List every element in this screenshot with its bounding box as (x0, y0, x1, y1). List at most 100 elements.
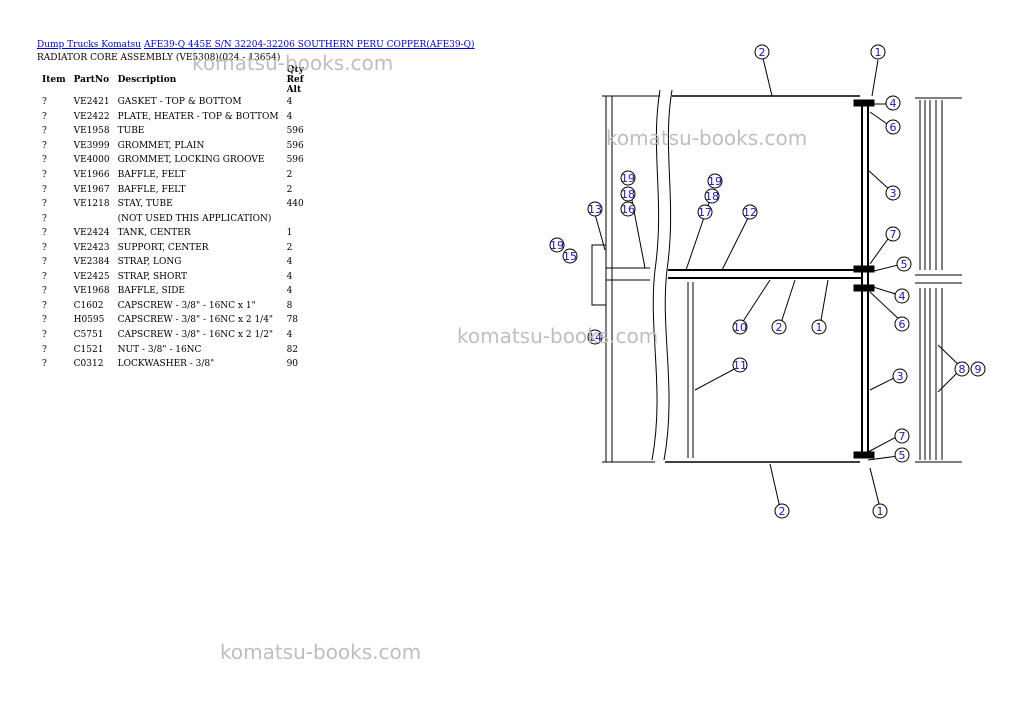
callout-label: 19 (708, 175, 722, 188)
cell-qty: 4 (286, 257, 293, 268)
table-row: ?(NOT USED THIS APPLICATION) (38, 211, 308, 226)
callout-label: 18 (621, 188, 635, 201)
callout-bubble (587, 201, 603, 217)
cell-qty: 596 (286, 126, 304, 137)
cell-item: ? (42, 315, 47, 326)
callout-label: 1 (816, 321, 823, 334)
callout-bubble (892, 368, 908, 384)
cell-item: ? (42, 344, 47, 355)
callout-bubble (885, 185, 901, 201)
parts-table: Item PartNo Description Qty Ref Alt ?VE2… (38, 65, 308, 371)
callout-bubble (704, 188, 720, 204)
callout-label: 18 (705, 190, 719, 203)
cell-qty: 596 (286, 140, 304, 151)
callout-label: 14 (588, 331, 602, 344)
cell-qty: 440 (286, 199, 304, 210)
cell-item: ? (42, 97, 47, 108)
cell-item: ? (42, 242, 47, 253)
cell-item: ? (42, 286, 47, 297)
header-item: Item (42, 75, 66, 85)
callout-label: 3 (890, 187, 897, 200)
cell-partno: VE2424 (73, 228, 110, 239)
cell-item: ? (42, 170, 47, 180)
cell-partno: VE1968 (73, 286, 110, 297)
cell-qty: 4 (286, 111, 293, 122)
callout-bubble (894, 316, 910, 332)
callout-label: 12 (743, 206, 757, 219)
cell-qty: 4 (286, 286, 293, 297)
cell-partno: VE2425 (73, 271, 110, 282)
callout-bubble (620, 170, 636, 186)
cell-description: (NOT USED THIS APPLICATION) (117, 213, 272, 224)
callout-label: 15 (563, 250, 577, 263)
cell-description: BAFFLE, SIDE (117, 286, 185, 297)
cell-description: TUBE (117, 126, 145, 137)
cell-qty: 4 (286, 97, 293, 108)
callout-bubble (620, 186, 636, 202)
callout-bubble (872, 503, 888, 519)
cell-description: CAPSCREW - 3/8" - 16NC x 1" (117, 300, 256, 311)
callout-bubble (732, 319, 748, 335)
callout-label: 17 (698, 206, 712, 219)
assembly-title: RADIATOR CORE ASSEMBLY (VE5308)(024 - 13… (37, 53, 281, 63)
core-break-line-2 (663, 89, 673, 461)
cell-description: CAPSCREW - 3/8" - 16NC x 2 1/2" (117, 330, 274, 341)
callout-label: 2 (776, 321, 783, 334)
callout-bubble (549, 237, 565, 253)
callout-label: 2 (779, 505, 786, 518)
callout-bubble (774, 503, 790, 519)
callout-bubble (732, 357, 748, 373)
cell-description: GASKET - TOP & BOTTOM (117, 97, 242, 108)
cell-item: ? (42, 140, 47, 151)
callout-bubble (562, 248, 578, 264)
callout-bubble (894, 288, 910, 304)
callout-bubble (754, 44, 770, 60)
cell-description: STRAP, LONG (117, 257, 182, 268)
cell-partno: C1602 (73, 300, 104, 311)
table-row: ? VE2421 GASKET - TOP & BOTTOM 4 (38, 95, 308, 110)
callout-bubble (771, 319, 787, 335)
callout-label: 1 (875, 46, 882, 59)
callout-bubble (885, 119, 901, 135)
cell-item: ? (42, 271, 47, 282)
cell-partno: C5751 (73, 330, 104, 341)
cell-description: BAFFLE, FELT (117, 184, 186, 195)
callout-bubble (894, 428, 910, 444)
cell-item: ? (42, 184, 47, 195)
breadcrumb-link-model[interactable]: AFE39-Q 445E S/N 32204-32206 SOUTHERN PE… (143, 40, 475, 50)
callout-label: 6 (890, 121, 897, 134)
callout-label: 8 (959, 363, 966, 376)
cell-qty: 4 (286, 271, 293, 282)
cell-partno: VE1966 (73, 170, 110, 180)
cell-qty: 78 (286, 315, 299, 326)
cell-partno: VE2421 (73, 97, 110, 108)
callout-bubble (697, 204, 713, 220)
callout-label: 5 (899, 449, 906, 462)
cell-item: ? (42, 359, 47, 370)
cell-item: ? (42, 257, 47, 268)
cell-item: ? (42, 228, 47, 239)
header-partno: PartNo (73, 75, 110, 85)
callout-label: 4 (890, 97, 897, 110)
breadcrumb-link-dump-trucks[interactable]: Dump Trucks Komatsu (37, 40, 142, 50)
cell-item: ? (42, 300, 47, 311)
cell-qty: 2 (286, 184, 293, 195)
cell-qty: 90 (286, 359, 299, 370)
core-break-line (651, 89, 661, 461)
callout-bubble (587, 329, 603, 345)
cell-qty: 2 (286, 170, 293, 180)
callout-bubble (620, 201, 636, 217)
cell-description: GROMMET, PLAIN (117, 140, 205, 151)
callout-label: 10 (733, 321, 747, 334)
table-row: ? VE1968 BAFFLE, SIDE 4 (38, 284, 308, 299)
callout-bubble (742, 204, 758, 220)
callout-label: 16 (621, 203, 635, 216)
cell-description: CAPSCREW - 3/8" - 16NC x 2 1/4" (117, 315, 274, 326)
